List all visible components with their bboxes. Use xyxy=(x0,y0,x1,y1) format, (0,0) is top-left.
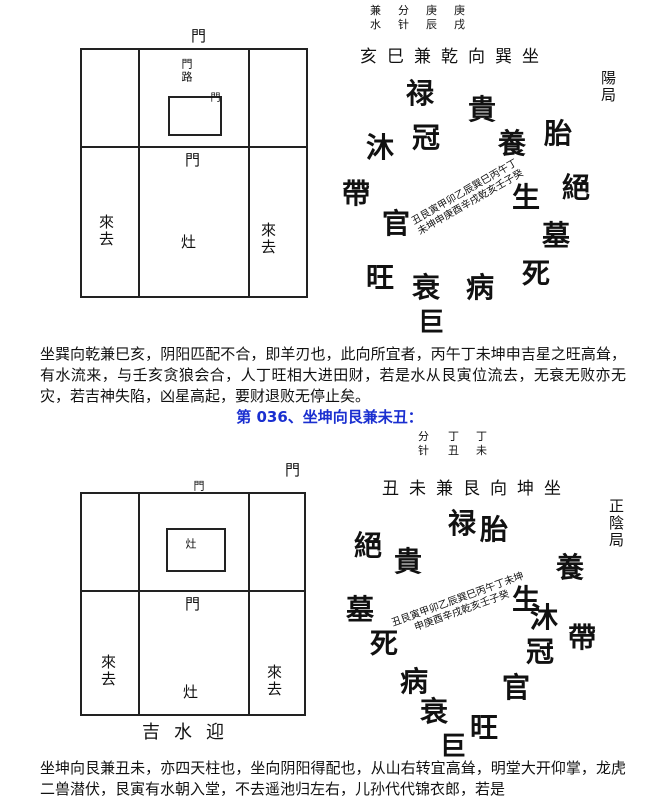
compass-label: 水 xyxy=(370,18,381,31)
plan1-top-gate: 門 xyxy=(189,28,207,45)
ring-char: 冠 xyxy=(412,121,441,154)
plan2-left-label: 來去 xyxy=(99,654,117,688)
ring-char: 貴 xyxy=(394,545,423,578)
inner-room xyxy=(168,96,222,136)
ring-char: 禄 xyxy=(448,507,477,540)
compass-label: 分 xyxy=(398,4,409,17)
paragraph-1: 坐巽向乾兼巳亥，阴阳匹配不合，即羊刃也，此向所宜者，丙午丁未坤申吉星之旺高耸，有… xyxy=(40,345,626,405)
compass-header-2: 丑未兼艮向坤坐 xyxy=(382,479,571,499)
plan2-center-label: 灶 xyxy=(181,684,199,701)
plan1-left-label: 來去 xyxy=(97,214,115,248)
ring-char: 衰 xyxy=(412,271,441,304)
ring-char: 病 xyxy=(400,665,429,698)
ring-char: 死 xyxy=(370,627,399,660)
plan1-gate-road: 門路 xyxy=(180,58,193,84)
compass-header-1: 亥巳兼乾向巽坐 xyxy=(360,47,549,67)
ring-char: 病 xyxy=(466,271,495,304)
plan2-right-label: 來去 xyxy=(265,664,283,698)
ring-char: 禄 xyxy=(406,77,435,110)
plan1-inner-gate: 門 xyxy=(208,92,219,104)
compass-label: 辰 xyxy=(426,18,437,31)
plan1-right-label: 來去 xyxy=(259,222,277,256)
side-label-1: 陽局 xyxy=(599,70,617,104)
ring-char: 絕 xyxy=(354,529,383,562)
plan2-mid-gate: 門 xyxy=(183,596,201,613)
plan2-inner-label: 灶 xyxy=(184,538,197,551)
paragraph-2: 坐坤向艮兼丑未，亦四天柱也，坐向阴阳得配也，从山右转宜高耸，明堂大开仰掌，龙虎二… xyxy=(40,759,626,798)
compass-label: 针 xyxy=(398,18,409,31)
compass-label: 针 xyxy=(418,444,429,457)
ring-char: 貴 xyxy=(468,93,497,126)
ring-char: 旺 xyxy=(366,261,395,294)
compass-label: 丑 xyxy=(448,444,459,457)
ring-char: 養 xyxy=(556,551,585,584)
ring-char: 衰 xyxy=(420,695,449,728)
ring-bottom-char: 巨 xyxy=(440,732,467,762)
floor-plan-1 xyxy=(80,48,308,298)
compass-label: 丁 xyxy=(448,430,459,443)
compass-label: 庚 xyxy=(454,4,465,17)
compass-label: 兼 xyxy=(370,4,381,17)
ring-char: 冠 xyxy=(526,635,555,668)
plan2-top-small: 門 xyxy=(192,480,205,493)
ring-char: 沐 xyxy=(366,131,395,164)
section-2-title: 第 036、坐坤向艮兼未丑： xyxy=(236,408,423,426)
ring-char: 沐 xyxy=(530,601,559,634)
ring-char: 生 xyxy=(512,583,541,616)
side-label-2: 正陰局 xyxy=(607,498,625,549)
ring-char: 胎 xyxy=(544,117,573,150)
inner-room xyxy=(166,528,226,572)
compass-label: 庚 xyxy=(426,4,437,17)
ring-char: 養 xyxy=(498,127,527,160)
ring-char: 生 xyxy=(512,181,541,214)
ring-char: 官 xyxy=(502,671,531,704)
ring-char: 死 xyxy=(522,257,551,290)
ring-char: 絕 xyxy=(562,171,591,204)
ring-char: 墓 xyxy=(542,219,571,252)
ring-char: 旺 xyxy=(470,711,499,744)
ring-char: 帶 xyxy=(342,177,371,210)
plan1-center-label: 灶 xyxy=(179,234,197,251)
compass-label: 戌 xyxy=(454,18,465,31)
compass-label: 分 xyxy=(418,430,429,443)
ring-bottom-char: 巨 xyxy=(418,308,445,338)
ring-char: 帶 xyxy=(568,621,597,654)
compass-ring-1: 禄 貴 冠 沐 帶 官 旺 衰 病 死 墓 絕 胎 養 生 丑艮寅甲卯乙辰巽巳丙… xyxy=(316,66,616,338)
ring-inner-text: 丑艮寅甲卯乙辰巽巳丙午丁未坤申庚酉辛戌乾亥壬子癸 xyxy=(390,570,526,634)
ring-char: 官 xyxy=(382,207,411,240)
floor-plan-2 xyxy=(80,492,306,716)
plan1-mid-gate: 門 xyxy=(183,152,201,169)
plan2-bottom-label: 吉水迎 xyxy=(142,722,238,743)
compass-label: 丁 xyxy=(476,430,487,443)
compass-label: 未 xyxy=(476,444,487,457)
plan2-top-gate: 門 xyxy=(283,462,301,479)
ring-char: 胎 xyxy=(480,513,509,546)
compass-ring-2: 禄 貴 冠 沐 帶 官 旺 衰 病 死 墓 絕 胎 養 生 丑艮寅甲卯乙辰巽巳丙… xyxy=(320,494,620,762)
ring-char: 墓 xyxy=(346,593,375,626)
